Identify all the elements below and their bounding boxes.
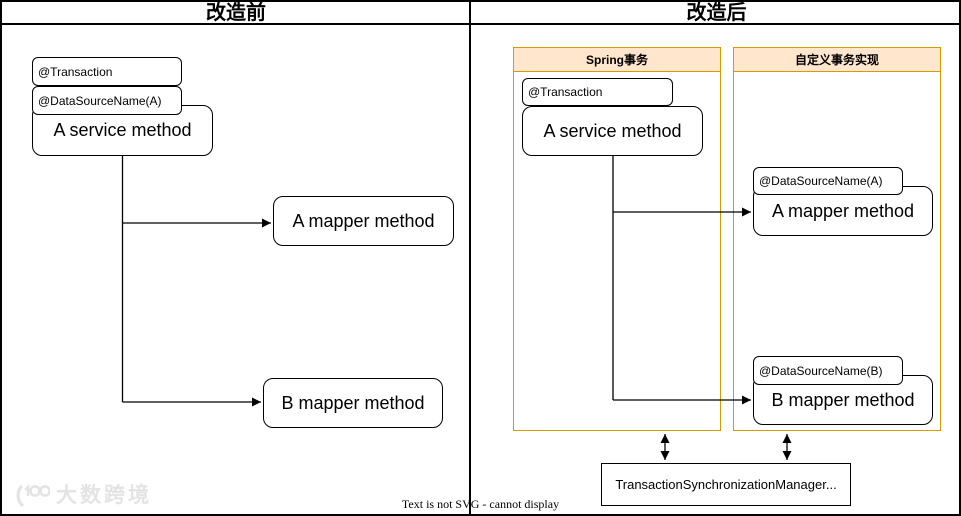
annotation-label: @DataSourceName(B)	[759, 363, 883, 378]
panel-divider-line	[469, 2, 471, 514]
node-label: TransactionSynchronizationManager...	[615, 477, 837, 492]
annotation-datasource-b-after: @DataSourceName(B)	[753, 356, 903, 385]
annotation-label: @Transaction	[38, 64, 113, 79]
annotation-label: @DataSourceName(A)	[38, 93, 162, 108]
node-label: A service method	[543, 120, 682, 141]
watermark: 大数跨境	[14, 483, 152, 509]
node-label: A mapper method	[771, 200, 915, 221]
container-header-label: 自定义事务实现	[794, 53, 879, 67]
title-row-underline	[2, 23, 959, 25]
node-mapper-a-before: A mapper method	[273, 196, 454, 246]
container-header-label: Spring事务	[586, 53, 648, 67]
annotation-datasource-a-after: @DataSourceName(A)	[753, 167, 903, 195]
watermark-logo-icon	[16, 483, 50, 507]
node-label: A service method	[53, 120, 192, 140]
watermark-text: 大数跨境	[56, 484, 152, 507]
node-transaction-sync-manager: TransactionSynchronizationManager...	[601, 463, 851, 506]
node-service-method-before: A service method	[32, 105, 213, 156]
annotation-label: @Transaction	[528, 85, 603, 99]
svg-fallback-note: Text is not SVG - cannot display	[401, 497, 560, 511]
node-label: B mapper method	[771, 389, 915, 410]
node-service-method-after: A service method	[522, 106, 703, 156]
annotation-label: @DataSourceName(A)	[759, 174, 883, 188]
panel-title-after: 改造后	[686, 2, 747, 24]
panel-title-before: 改造前	[206, 2, 266, 24]
node-mapper-b-before: B mapper method	[263, 378, 443, 428]
annotation-transaction-after: @Transaction	[522, 78, 673, 106]
annotation-transaction-before: @Transaction	[32, 57, 182, 86]
container-header-custom: 自定义事务实现	[734, 48, 940, 72]
container-header-spring: Spring事务	[514, 48, 720, 72]
annotation-datasource-a-before: @DataSourceName(A)	[32, 86, 182, 115]
node-label: A mapper method	[292, 210, 435, 231]
node-label: B mapper method	[281, 392, 425, 413]
